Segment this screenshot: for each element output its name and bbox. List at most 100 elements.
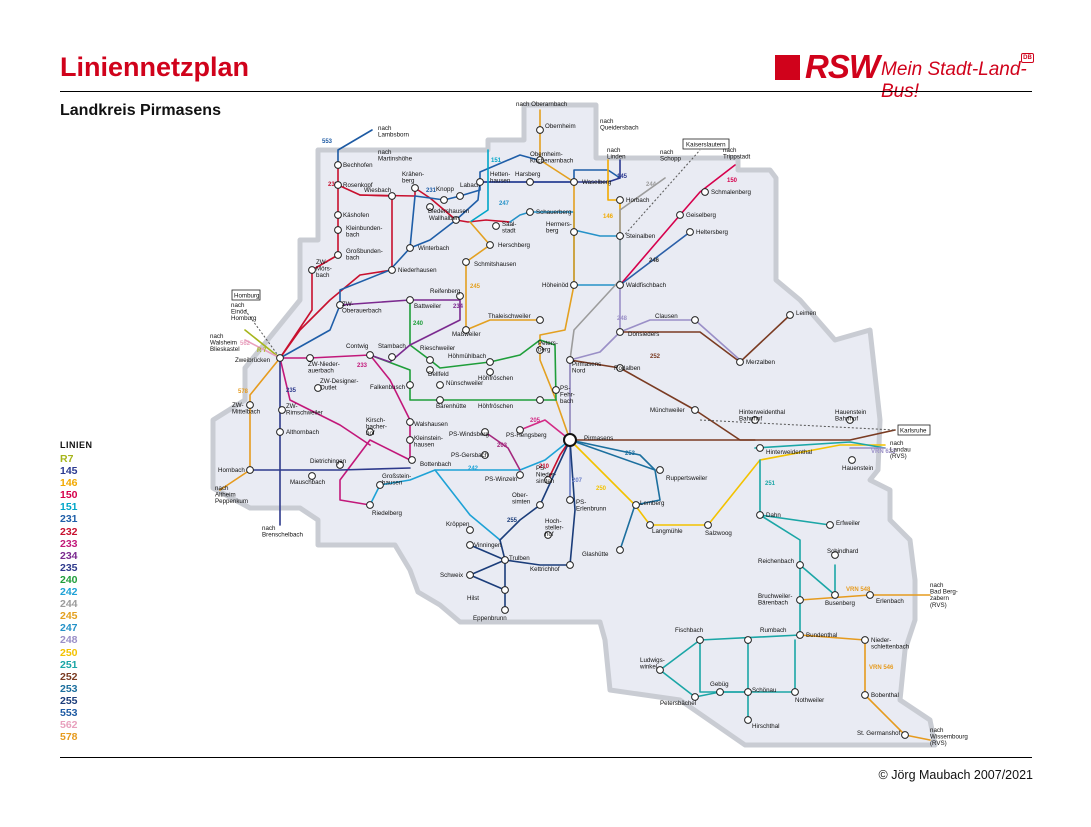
station-marker (704, 521, 712, 529)
station-marker (552, 386, 560, 394)
station-marker (466, 526, 474, 534)
legend-item: 250 (60, 646, 78, 659)
station-marker (426, 366, 434, 374)
route-250 (569, 439, 886, 526)
station-marker (336, 461, 344, 469)
route-247 (509, 211, 621, 286)
station-label: Thaleischweiler (488, 313, 531, 320)
station-marker (334, 181, 342, 189)
station-label: ZW-Nieder-auerbach (308, 361, 340, 375)
route-number-label: 246 (649, 258, 660, 264)
station-marker (536, 396, 544, 404)
station-label: Geiselberg (686, 212, 716, 219)
station-label: Kirsch-bacher-hof (366, 417, 387, 437)
station-marker (570, 178, 578, 186)
station-label: ZW-Rimschweiler (286, 403, 323, 417)
route-number-label: 240 (413, 321, 424, 327)
station-marker (246, 466, 254, 474)
station-marker (366, 428, 374, 436)
station-marker (278, 406, 286, 414)
station-marker (676, 211, 684, 219)
station-label: Schmalenberg (711, 189, 751, 196)
station-marker (466, 541, 474, 549)
station-marker (411, 184, 419, 192)
station-marker (848, 456, 856, 464)
route-233-b (279, 357, 371, 446)
station-marker (308, 472, 316, 480)
station-label: Stambach (378, 343, 406, 350)
station-label: Contwig (346, 343, 369, 350)
route-251-e (699, 634, 801, 721)
station-label: Petersbächel (660, 700, 696, 707)
route-245-b (465, 221, 541, 331)
station-label: Großbunden-bach (346, 248, 383, 262)
legend-item: 245 (60, 610, 78, 623)
logo-square-icon (775, 55, 800, 80)
station-label: Kleinstein-hausen (414, 435, 443, 449)
station-marker (691, 316, 699, 324)
station-marker (756, 511, 764, 519)
station-label: Höheinöd (542, 282, 569, 289)
route-number-label: 553 (322, 139, 333, 145)
station-marker (476, 178, 484, 186)
station-label: Horbach (626, 197, 650, 204)
legend-item: 253 (60, 682, 78, 695)
station-label: Biedershausen (428, 208, 470, 215)
rail-karlsruhe (699, 419, 896, 431)
station-label: Kettrichhof (530, 566, 560, 573)
route-number-label: 150 (727, 178, 738, 184)
station-label: Bundenthal (806, 632, 837, 639)
station-label: Bechhofen (343, 162, 373, 169)
station-marker (276, 354, 284, 362)
station-marker (796, 631, 804, 639)
station-marker (462, 258, 470, 266)
station-marker (246, 401, 254, 409)
station-marker (646, 521, 654, 529)
station-marker (791, 688, 799, 696)
station-marker (751, 416, 759, 424)
station-label: Merzalben (746, 359, 775, 366)
station-label: Hetten-hausen (490, 171, 511, 185)
station-marker (334, 211, 342, 219)
route-number-label: 248 (617, 316, 628, 322)
station-label: Waldfischbach (626, 282, 667, 289)
station-label: PS-Fehr-bach (560, 385, 575, 405)
station-marker (616, 281, 624, 289)
station-marker (696, 636, 704, 644)
station-label: Kleinbunden-bach (346, 225, 382, 239)
station-label: Lemberg (640, 500, 665, 507)
station-label: Zweibrücken (235, 357, 271, 364)
route-151 (469, 149, 489, 223)
station-label: Bobenthal (871, 692, 899, 699)
station-label: Höhfröschen (478, 403, 514, 410)
station-marker (486, 368, 494, 376)
station-marker (536, 156, 544, 164)
route-number-label: 151 (491, 158, 502, 164)
station-marker (831, 551, 839, 559)
page-title: Liniennetzplan (60, 52, 249, 82)
station-marker (388, 353, 396, 361)
station-label: Erfweiler (836, 520, 860, 527)
station-marker (536, 501, 544, 509)
route-number-labels: 5532322311451512471462441502462452402342… (238, 139, 896, 671)
route-number-label: 145 (617, 174, 628, 180)
route-248-b (569, 331, 621, 441)
copyright: © Jörg Maubach 2007/2021 (878, 768, 1033, 782)
route-255 (499, 439, 571, 611)
route-248 (619, 284, 741, 361)
station-marker (366, 351, 374, 359)
db-badge-icon: DB (1021, 53, 1034, 63)
destination-boxes: Kaiserslautern Homburg Karlsruhe (231, 138, 931, 436)
station-label: Hermers-berg (546, 221, 572, 235)
station-marker (716, 688, 724, 696)
station-marker (691, 693, 699, 701)
station-label: ZW-Mittelbach (232, 402, 261, 416)
station-marker (686, 228, 694, 236)
legend-item: 240 (60, 573, 78, 586)
station-marker (736, 358, 744, 366)
